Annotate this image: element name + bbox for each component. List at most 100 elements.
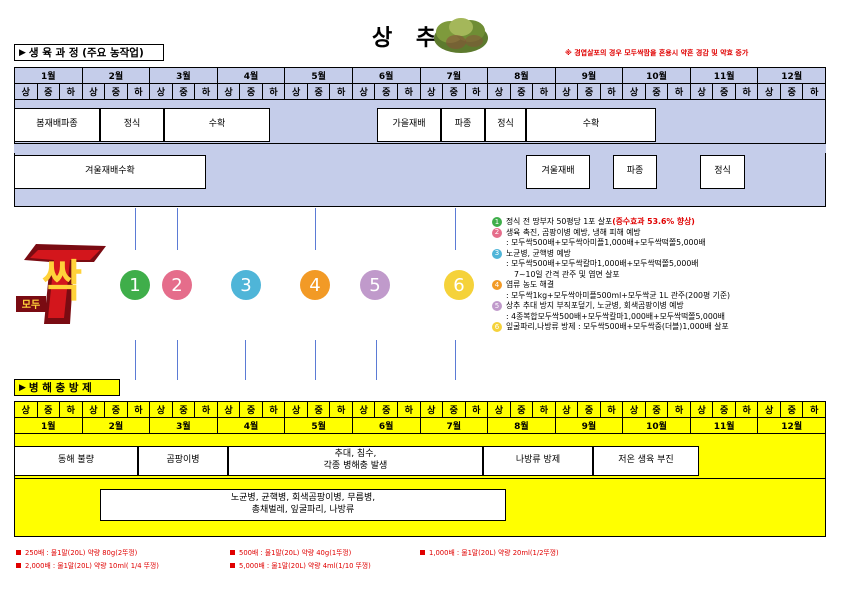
season-cell: 상 [285, 84, 308, 100]
arrow-down-1 [135, 208, 136, 250]
step-circle-1: 1 [120, 270, 150, 300]
season-cell: 하 [397, 402, 421, 418]
month-cell: 4월 [217, 418, 286, 434]
season-cell: 하 [127, 402, 151, 418]
step-circle-3: 3 [231, 270, 261, 300]
dilution-legend-2000: 2,000배 : 물1말(20L) 약량 10ml( 1/4 뚜껑) [16, 560, 159, 570]
season-cell: 하 [735, 402, 759, 418]
pest-box-bolting: 추대, 침수, 각종 병해충 발생 [228, 446, 483, 476]
growth-divider [14, 143, 826, 153]
note-number-badge: 4 [492, 280, 502, 291]
dilution-legend-250: 250배 : 물1말(20L) 약량 80g(2뚜껑) [16, 547, 137, 557]
month-cell: 1월 [15, 68, 83, 84]
growth-box-winter: 겨울재배 [526, 155, 590, 189]
month-cell: 9월 [555, 418, 624, 434]
triangle-icon: ▶ [19, 47, 26, 58]
season-cell: 하 [735, 84, 759, 100]
season-cell: 하 [668, 84, 691, 100]
note-4: 4 염류 농도 해결 [492, 280, 832, 291]
season-cell: 상 [150, 84, 173, 100]
arrow-down-4 [315, 208, 316, 250]
step-circle-5: 5 [360, 270, 390, 300]
season-cell: 하 [127, 84, 151, 100]
month-cell: 11월 [690, 68, 759, 84]
season-cell: 상 [352, 84, 376, 100]
note-number-badge: 6 [492, 322, 502, 333]
pest-divider [14, 478, 826, 479]
red-square-icon [16, 562, 21, 568]
month-cell: 9월 [555, 68, 624, 84]
note-number-badge: 5 [492, 301, 502, 312]
note-1: 1 정식 전 땅부자 50평당 1포 살포(증수효과 53.6% 향상) [492, 217, 832, 228]
season-cell: 중 [375, 402, 398, 418]
step-circle-6: 6 [444, 270, 474, 300]
season-cell: 중 [645, 402, 669, 418]
arrow-down-2 [177, 208, 178, 250]
season-cell: 하 [397, 84, 421, 100]
season-cell: 하 [262, 402, 286, 418]
season-cell: 하 [195, 402, 218, 418]
season-cell: 중 [240, 84, 263, 100]
month-cell: 12월 [758, 68, 826, 84]
treatment-notes: 1 정식 전 땅부자 50평당 1포 살포(증수효과 53.6% 향상) 2 생… [492, 217, 832, 333]
month-cell: 6월 [352, 68, 421, 84]
step-circle-2: 2 [162, 270, 192, 300]
dilution-legend-1000: 1,000배 : 물1말(20L) 약량 20ml(1/2뚜껑) [420, 547, 559, 557]
season-cell: 하 [465, 84, 489, 100]
growth-box-winter-sowing: 파종 [613, 155, 657, 189]
season-cell: 중 [780, 402, 804, 418]
month-cell: 1월 [15, 418, 83, 434]
dilution-legend-5000: 5,000배 : 물1말(20L) 약량 4ml(1/10 뚜껑) [230, 560, 371, 570]
growth-box-spring-sowing: 봄재배파종 [14, 108, 100, 142]
growth-box-autumn: 가을재배 [377, 108, 441, 142]
growth-box-spring-planting: 정식 [100, 108, 164, 142]
season-cell: 중 [172, 84, 196, 100]
season-cell: 상 [217, 84, 241, 100]
season-cell: 상 [285, 402, 308, 418]
pest-box-moth: 나방류 방제 [483, 446, 593, 476]
month-cell: 8월 [488, 418, 556, 434]
season-cell: 하 [330, 402, 353, 418]
month-cell: 10월 [623, 418, 691, 434]
season-cell: 상 [150, 402, 173, 418]
season-cell: 하 [533, 402, 556, 418]
growth-box-autumn-planting: 정식 [485, 108, 526, 142]
season-cell: 상 [217, 402, 241, 418]
month-cell: 12월 [758, 418, 826, 434]
month-cell: 3월 [150, 418, 218, 434]
season-cell: 중 [375, 84, 398, 100]
season-cell: 중 [307, 84, 331, 100]
season-cell: 중 [37, 84, 61, 100]
season-cell: 상 [352, 402, 376, 418]
season-cell: 상 [488, 84, 511, 100]
note-number-badge: 1 [492, 217, 502, 228]
month-cell: 10월 [623, 68, 691, 84]
season-cell: 상 [488, 402, 511, 418]
month-cell: 3월 [150, 68, 218, 84]
season-cell: 중 [240, 402, 263, 418]
growth-box-winter-planting: 정식 [700, 155, 745, 189]
season-cell: 하 [330, 84, 353, 100]
season-cell: 상 [690, 402, 714, 418]
growth-box-autumn-harvest: 수확 [526, 108, 656, 142]
month-cell: 8월 [488, 68, 556, 84]
note-number-badge: 2 [492, 227, 502, 238]
arrow-up-3 [245, 340, 246, 380]
season-cell: 중 [713, 84, 736, 100]
season-cell: 중 [172, 402, 196, 418]
season-cell: 상 [420, 84, 444, 100]
month-cell: 5월 [285, 68, 353, 84]
season-cell: 상 [690, 84, 714, 100]
season-cell: 하 [60, 84, 83, 100]
season-cell: 상 [15, 402, 38, 418]
season-cell: 상 [82, 402, 106, 418]
season-cell: 중 [578, 402, 601, 418]
month-cell: 11월 [690, 418, 759, 434]
season-cell: 중 [443, 84, 466, 100]
season-cell: 상 [758, 84, 781, 100]
arrow-up-5 [376, 340, 377, 380]
season-cell: 상 [758, 402, 781, 418]
